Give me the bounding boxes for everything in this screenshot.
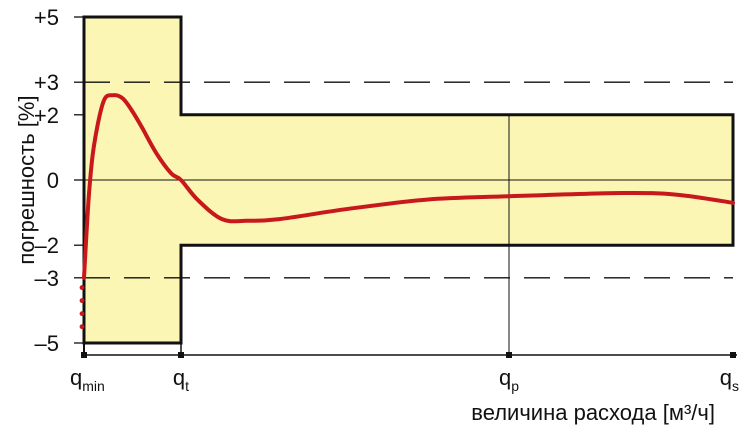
y-tick-label-1: +3 — [34, 70, 59, 95]
x-tick-mark-qp — [506, 352, 512, 358]
y-tick-label-5: –3 — [35, 266, 59, 291]
y-tick-label-6: –5 — [35, 331, 59, 356]
error-curve-layer — [79, 93, 735, 330]
low-flow-dot-1 — [79, 298, 85, 304]
x-tick-mark-qmin — [81, 352, 87, 358]
low-flow-dot-3 — [79, 324, 85, 330]
x-tick-label-qt: qt — [173, 365, 189, 394]
y-tick-label-2: +2 — [34, 103, 59, 128]
x-tick-label-qs: qs — [720, 365, 739, 394]
error-curve — [82, 93, 735, 280]
axis-layer — [74, 16, 737, 358]
low-flow-dot-0 — [79, 285, 85, 290]
reference-line-layer — [84, 81, 733, 279]
x-axis-title: величина расхода [м³/ч] — [471, 400, 715, 425]
y-tick-label-0: +5 — [34, 5, 59, 30]
label-layer: +5 +3 +2 0 –2 –3 –5 qmin qt qp qs погрешность [%] ве… — [14, 5, 739, 425]
low-flow-dot-2 — [79, 311, 85, 317]
y-tick-label-4: –2 — [35, 233, 59, 258]
y-tick-label-3: 0 — [47, 168, 59, 193]
x-tick-mark-qs — [730, 352, 736, 358]
x-tick-label-qp: qp — [499, 365, 519, 394]
x-tick-label-qmin: qmin — [70, 365, 105, 394]
x-tick-mark-qt — [178, 352, 184, 358]
y-axis-title: погрешность [%] — [14, 95, 39, 264]
